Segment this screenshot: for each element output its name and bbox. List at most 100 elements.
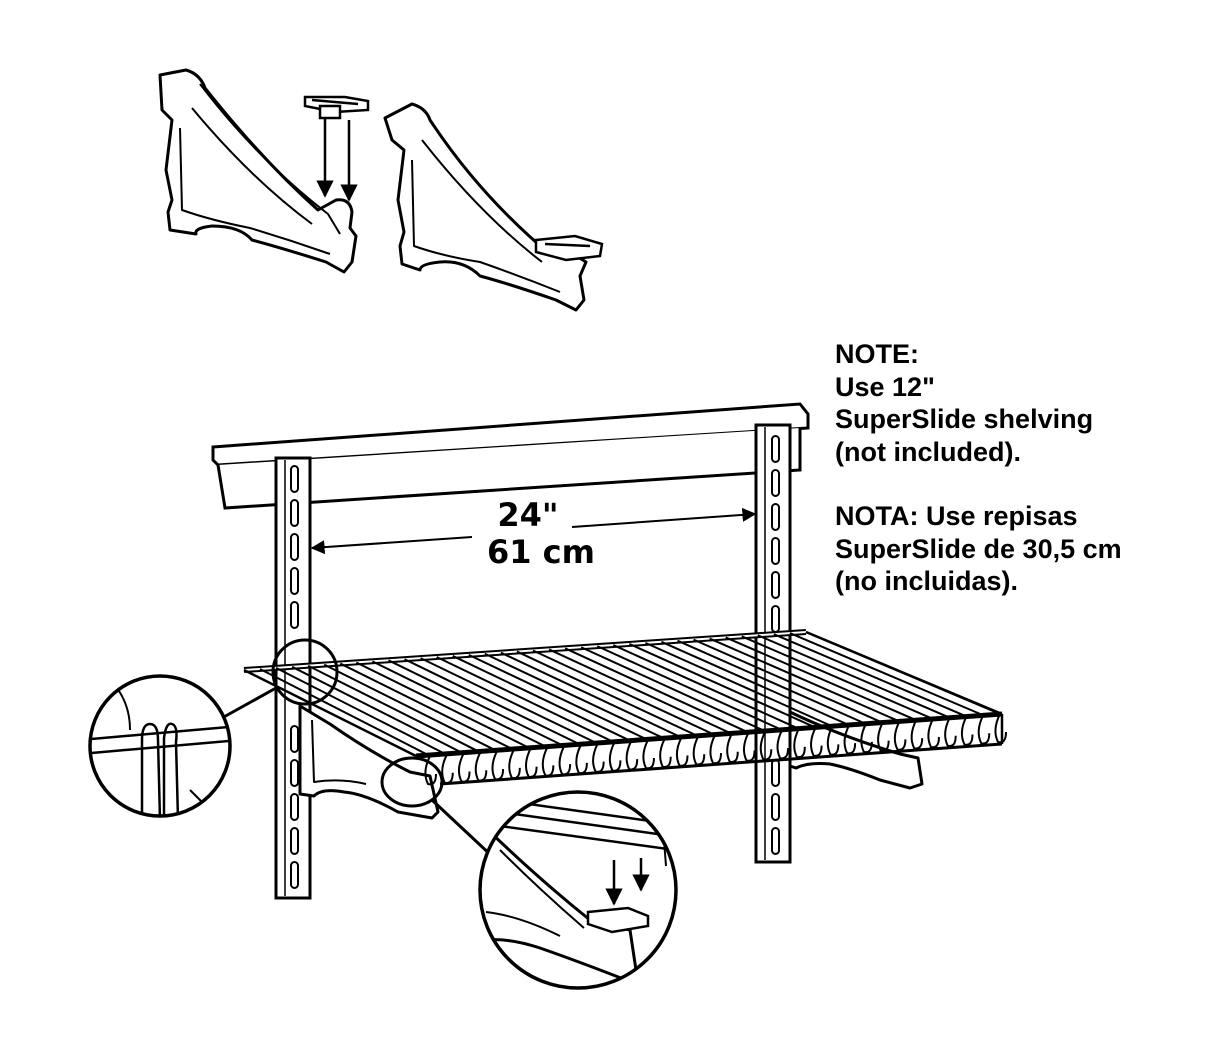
- shelf-wire: [259, 668, 431, 757]
- left-upright: [274, 456, 312, 900]
- shelf-lip-loop: [793, 728, 806, 759]
- shelf-wire: [805, 631, 1001, 715]
- shelf-wire: [677, 639, 867, 725]
- shelf-wire: [757, 634, 951, 719]
- shelf-lip-loop: [457, 753, 471, 783]
- wire-shelf: [243, 629, 1007, 786]
- dimension-line: 24" 61 cm: [310, 496, 757, 571]
- shelf-lip-loop: [575, 744, 588, 775]
- shelf-wire: [628, 643, 816, 729]
- shelf-wire: [661, 640, 850, 727]
- note-line-1: Use 12": [835, 371, 935, 402]
- shelf-lip-loop: [625, 740, 639, 771]
- shelf-wire: [709, 637, 900, 723]
- shelf-lip-loop: [709, 734, 722, 765]
- shelf-wire: [339, 662, 515, 751]
- callout-marker-left: [271, 638, 339, 706]
- shelf-lip-loop: [508, 749, 521, 780]
- shelf-lip-loop: [642, 739, 655, 770]
- shelf-wire: [500, 651, 682, 739]
- callout-leader-left: [221, 686, 277, 720]
- shelf-bracket-left: [298, 704, 440, 820]
- shelf-wires: [259, 631, 1001, 757]
- dimension-arrow-left: [310, 536, 473, 555]
- shelf-lip-loop: [491, 750, 505, 781]
- note-block: NOTE: Use 12" SuperSlide shelving (not i…: [835, 338, 1195, 598]
- shelf-wire: [355, 661, 532, 750]
- shelf-wire: [564, 647, 749, 734]
- shelf-wire: [484, 652, 666, 740]
- shelf-wire: [725, 636, 917, 722]
- bracket-with-clip-arrows: [158, 68, 358, 274]
- shelf-lip-loop: [977, 714, 991, 745]
- shelf-lip-loop: [659, 738, 672, 768]
- detail-callout-left: [88, 674, 232, 818]
- shelf-lip-loop: [742, 732, 756, 762]
- nota-line-2: SuperSlide de 30,5 cm: [835, 533, 1122, 564]
- shelf-wire: [468, 653, 649, 741]
- note-line-3: (not included).: [835, 436, 1021, 467]
- shelf-wire: [275, 667, 448, 756]
- shelf-lip-loop: [592, 743, 605, 773]
- shelf-lip-loop: [675, 737, 689, 767]
- shelf-wire: [291, 665, 464, 755]
- shelf-lip-loop: [541, 746, 555, 777]
- shelf-wire: [371, 660, 548, 749]
- shelf-wire: [404, 658, 582, 746]
- shelf-wire: [789, 632, 984, 717]
- shelf-lip-loop: [927, 718, 940, 749]
- shelf-lip-loop: [759, 730, 773, 761]
- shelf-wire: [741, 635, 934, 720]
- shelf-lip-loop: [994, 713, 1007, 744]
- shelf-lip-loop: [910, 719, 924, 750]
- clip-part: [303, 95, 370, 120]
- shelf-wire: [773, 633, 967, 718]
- shelf-lip-loop: [608, 741, 622, 772]
- detail-callout-right: [478, 790, 678, 990]
- shelf-wire: [516, 650, 699, 738]
- shelf-lip-loop: [826, 725, 840, 756]
- shelf-wire: [580, 646, 766, 733]
- shelf-lip-loop: [474, 751, 488, 782]
- dimension-metric: 61 cm: [487, 533, 595, 571]
- shelf-lip-loop: [893, 720, 907, 751]
- shelf-lip-loop: [558, 745, 572, 776]
- shelf-wire: [645, 641, 833, 728]
- shelf-wire: [548, 648, 733, 735]
- shelf-wire: [452, 655, 632, 743]
- nota-line-3: (no incluidas).: [835, 566, 1019, 596]
- clip-installed: [534, 234, 604, 262]
- callout-marker-right: [380, 756, 444, 808]
- shelf-wire: [388, 659, 565, 748]
- shelf-wire: [436, 656, 615, 744]
- dimension-arrow-right: [571, 507, 757, 528]
- shelf-lip-loop: [877, 722, 890, 752]
- shelf-lip-loop: [776, 729, 790, 760]
- shelf-lip-loop: [424, 755, 437, 786]
- shelf-bracket-right: [788, 710, 924, 790]
- dimension-imperial: 24": [497, 496, 558, 534]
- note-title: NOTE:: [835, 339, 919, 369]
- shelf-lip-loop: [525, 748, 538, 778]
- callout-leader-right: [430, 798, 496, 860]
- top-rail: [211, 402, 810, 510]
- shelf-wire: [420, 657, 599, 745]
- shelf-front-lip: [424, 713, 1007, 786]
- shelf-wire: [612, 644, 800, 730]
- shelf-wire: [596, 645, 783, 731]
- shelf-lip-loop: [810, 727, 823, 757]
- shelf-lip-loop: [726, 733, 739, 764]
- nota-line-1: NOTA: Use repisas: [835, 501, 1078, 531]
- bracket-with-clip-installed: [383, 102, 588, 312]
- shelf-lip-loop: [692, 735, 706, 766]
- shelf-lip-loop: [960, 716, 974, 746]
- right-upright-slots: [771, 435, 780, 855]
- left-upright-slots: [290, 465, 299, 889]
- shelf-lip-loop: [441, 754, 454, 785]
- shelf-lip-loop: [944, 717, 957, 747]
- shelf-lip-loop: [860, 723, 873, 754]
- shelf-lip-loop: [843, 724, 857, 755]
- shelf-wire: [693, 638, 884, 724]
- note-line-2: SuperSlide shelving: [835, 404, 1094, 434]
